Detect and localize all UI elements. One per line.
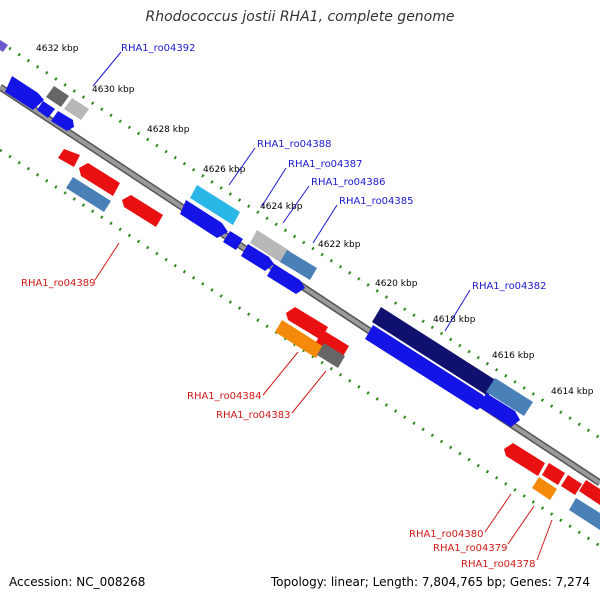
label-leader-line: [312, 204, 338, 244]
gene-feature[interactable]: [46, 86, 69, 107]
tick-label: 4624 kbp: [260, 202, 303, 212]
gene-feature[interactable]: [79, 163, 120, 196]
upper-tick-guide: [0, 40, 600, 440]
gene-feature[interactable]: [66, 177, 111, 212]
gene-feature[interactable]: [280, 250, 317, 280]
gene-label-ro04379[interactable]: RHA1_ro04379: [433, 543, 508, 554]
tick-label: 4626 kbp: [203, 165, 246, 175]
gene-feature[interactable]: [37, 101, 55, 118]
gene-label-ro04378[interactable]: RHA1_ro04378: [461, 559, 536, 570]
gene-feature[interactable]: [286, 307, 328, 340]
gene-label-ro04384[interactable]: RHA1_ro04384: [187, 391, 262, 402]
gene-feature[interactable]: [365, 325, 488, 410]
label-leader-line: [484, 493, 512, 533]
label-leader-line: [536, 519, 553, 561]
gene-label-ro04382[interactable]: RHA1_ro04382: [472, 281, 547, 292]
forward-gene-labels: RHA1_ro04392 RHA1_ro04388 RHA1_ro04387 R…: [92, 43, 547, 332]
gene-feature[interactable]: [122, 195, 163, 227]
gene-feature[interactable]: [561, 475, 582, 495]
gene-feature[interactable]: [479, 393, 520, 427]
tick-label: 4614 kbp: [551, 387, 594, 397]
tick-label: 4616 kbp: [492, 351, 535, 361]
label-leader-line: [92, 51, 122, 87]
gene-feature[interactable]: [486, 378, 533, 416]
gene-feature[interactable]: [241, 244, 274, 271]
gene-feature[interactable]: [51, 111, 74, 131]
gene-label-ro04385[interactable]: RHA1_ro04385: [339, 196, 414, 207]
gene-feature[interactable]: [5, 76, 44, 110]
label-leader-line: [262, 351, 299, 396]
label-leader-line: [282, 185, 310, 224]
tick-label: 4628 kbp: [147, 125, 190, 135]
tick-label: 4632 kbp: [36, 44, 79, 54]
tick-label: 4618 kbp: [433, 315, 476, 325]
gene-feature[interactable]: [267, 264, 305, 294]
gene-feature[interactable]: [190, 185, 240, 225]
tick-label: 4622 kbp: [318, 240, 361, 250]
gene-feature[interactable]: [317, 343, 345, 368]
gene-feature[interactable]: [275, 320, 323, 358]
map-title: Rhodococcus jostii RHA1, complete genome: [145, 9, 455, 25]
gene-feature[interactable]: [316, 330, 349, 358]
gene-label-ro04392[interactable]: RHA1_ro04392: [121, 43, 196, 54]
gene-feature[interactable]: [180, 200, 228, 238]
gene-label-ro04388[interactable]: RHA1_ro04388: [257, 139, 332, 150]
tick-guide-lines: [0, 40, 600, 548]
label-leader-line: [507, 505, 535, 545]
gene-feature[interactable]: [250, 230, 290, 264]
gene-feature[interactable]: [569, 498, 600, 530]
gene-feature[interactable]: [579, 480, 600, 505]
gene-label-ro04380[interactable]: RHA1_ro04380: [409, 529, 484, 540]
label-leader-line: [261, 167, 287, 207]
gene-feature[interactable]: [504, 443, 545, 476]
gene-features: [0, 40, 600, 530]
label-leader-line: [291, 370, 327, 414]
gene-label-ro04383[interactable]: RHA1_ro04383: [216, 410, 291, 421]
gene-feature[interactable]: [223, 231, 243, 250]
label-leader-line: [444, 289, 471, 332]
gene-feature[interactable]: [58, 149, 80, 167]
reverse-gene-labels: RHA1_ro04389 RHA1_ro04384 RHA1_ro04383 R…: [21, 242, 553, 570]
gene-label-ro04386[interactable]: RHA1_ro04386: [311, 177, 386, 188]
gene-feature[interactable]: [532, 477, 557, 500]
tick-label: 4630 kbp: [92, 85, 135, 95]
genome-stats-text: Topology: linear; Length: 7,804,765 bp; …: [270, 575, 590, 589]
label-leader-line: [94, 242, 120, 281]
tick-label: 4620 kbp: [375, 279, 418, 289]
gene-feature[interactable]: [372, 307, 497, 396]
gene-label-ro04387[interactable]: RHA1_ro04387: [288, 159, 363, 170]
label-leader-line: [228, 147, 256, 186]
gene-feature[interactable]: [542, 463, 565, 485]
gene-feature[interactable]: [0, 40, 8, 52]
gene-label-ro04389[interactable]: RHA1_ro04389: [21, 278, 96, 289]
accession-text: Accession: NC_008268: [9, 575, 146, 589]
gene-feature[interactable]: [64, 98, 89, 120]
tick-labels: 4632 kbp 4630 kbp 4628 kbp 4626 kbp 4624…: [36, 44, 594, 397]
